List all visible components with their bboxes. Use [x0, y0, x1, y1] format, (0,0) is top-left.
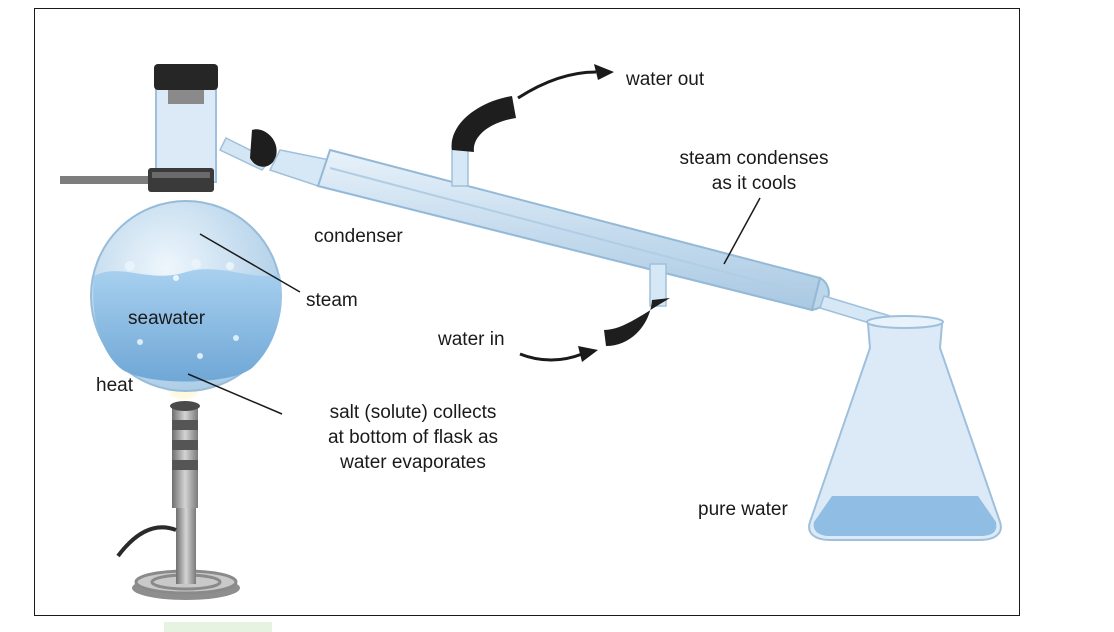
- leader-salt: [187, 373, 283, 415]
- label-seawater: seawater: [128, 308, 206, 329]
- label-steam-condenses-line2: as it cools: [711, 173, 797, 194]
- hose-in-icon: [604, 298, 670, 346]
- arrow-water-in-icon: [519, 346, 598, 362]
- support-rod: [60, 176, 160, 184]
- label-salt-line1: salt (solute) collects: [329, 402, 497, 423]
- label-heat: heat: [96, 375, 133, 396]
- leader-steam-condenses: [723, 197, 761, 265]
- stopper-icon: [154, 64, 218, 104]
- label-condenser: condenser: [314, 226, 403, 247]
- label-water-in: water in: [438, 329, 505, 350]
- label-pure-water: pure water: [698, 499, 788, 520]
- label-salt-line2: at bottom of flask as: [327, 427, 499, 448]
- clamp-icon: [148, 168, 214, 192]
- label-steam-condenses: steam condenses as it cools: [642, 146, 866, 196]
- label-steam: steam: [306, 290, 358, 311]
- label-water-out: water out: [626, 69, 705, 90]
- label-salt-line3: water evaporates: [340, 452, 486, 473]
- hose-out-icon: [451, 96, 516, 152]
- erlenmeyer-flask-icon: [808, 315, 1002, 541]
- background-strip: [164, 622, 272, 632]
- label-steam-condenses-line1: steam condenses: [679, 148, 829, 169]
- side-arm-connector-icon: [250, 129, 277, 167]
- arrow-water-out-icon: [517, 64, 614, 100]
- bunsen-burner-icon: [116, 401, 240, 600]
- label-salt-note: salt (solute) collects at bottom of flas…: [288, 400, 538, 475]
- leader-steam: [199, 233, 301, 293]
